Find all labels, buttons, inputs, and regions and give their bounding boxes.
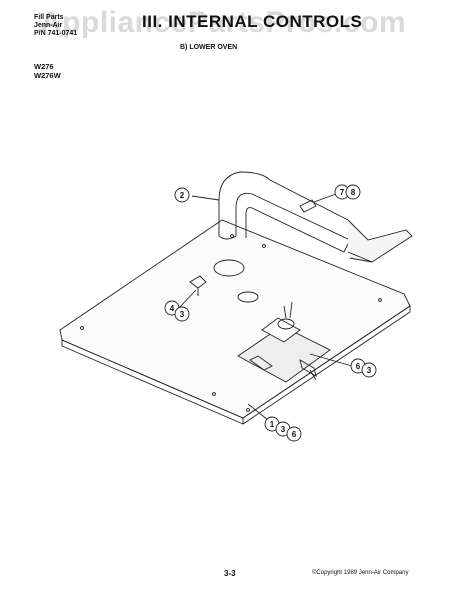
thermostat-bracket xyxy=(189,275,207,289)
sensor-bracket xyxy=(299,199,317,213)
header-left-line: Fill Parts xyxy=(34,14,64,21)
plate-hole-small xyxy=(237,291,259,303)
model-number: W276 xyxy=(34,62,54,71)
model-list: W276 W276W xyxy=(34,62,61,80)
vent-duct xyxy=(218,192,351,253)
callout-label: 4 xyxy=(170,304,175,313)
copyright-notice: ©Copyright 1989 Jenn-Air Company xyxy=(312,570,409,576)
page-subtitle: B) LOWER OVEN xyxy=(180,44,238,51)
header-left-line: P/N 741-0741 xyxy=(34,30,78,37)
leader-63 xyxy=(309,353,353,367)
header-left-line: Jenn-Air xyxy=(34,22,63,29)
page-title: III. INTERNAL CONTROLS xyxy=(142,12,363,31)
leader-2 xyxy=(191,195,220,201)
callout-label: 7 xyxy=(340,188,345,197)
model-number: W276W xyxy=(34,71,61,80)
callout-label: 6 xyxy=(356,362,361,371)
header-left-block: Fill Parts Jenn-Air P/N 741-0741 xyxy=(34,14,77,38)
leader-78 xyxy=(313,193,337,203)
callout-label: 1 xyxy=(270,420,275,429)
callout-label: 6 xyxy=(292,430,297,439)
plate-edge-right xyxy=(242,305,411,425)
callout-label: 3 xyxy=(180,310,185,319)
watermark: AppliancePartsPros.com xyxy=(40,6,407,39)
page-number: 3-3 xyxy=(224,569,236,578)
callout-label: 2 xyxy=(180,191,185,200)
plate-hole-large xyxy=(213,259,245,277)
callout-label: 3 xyxy=(367,366,372,375)
callout-label: 3 xyxy=(281,425,286,434)
leader-43 xyxy=(176,289,197,311)
callout-label: 8 xyxy=(351,188,356,197)
leader-136 xyxy=(247,403,269,421)
